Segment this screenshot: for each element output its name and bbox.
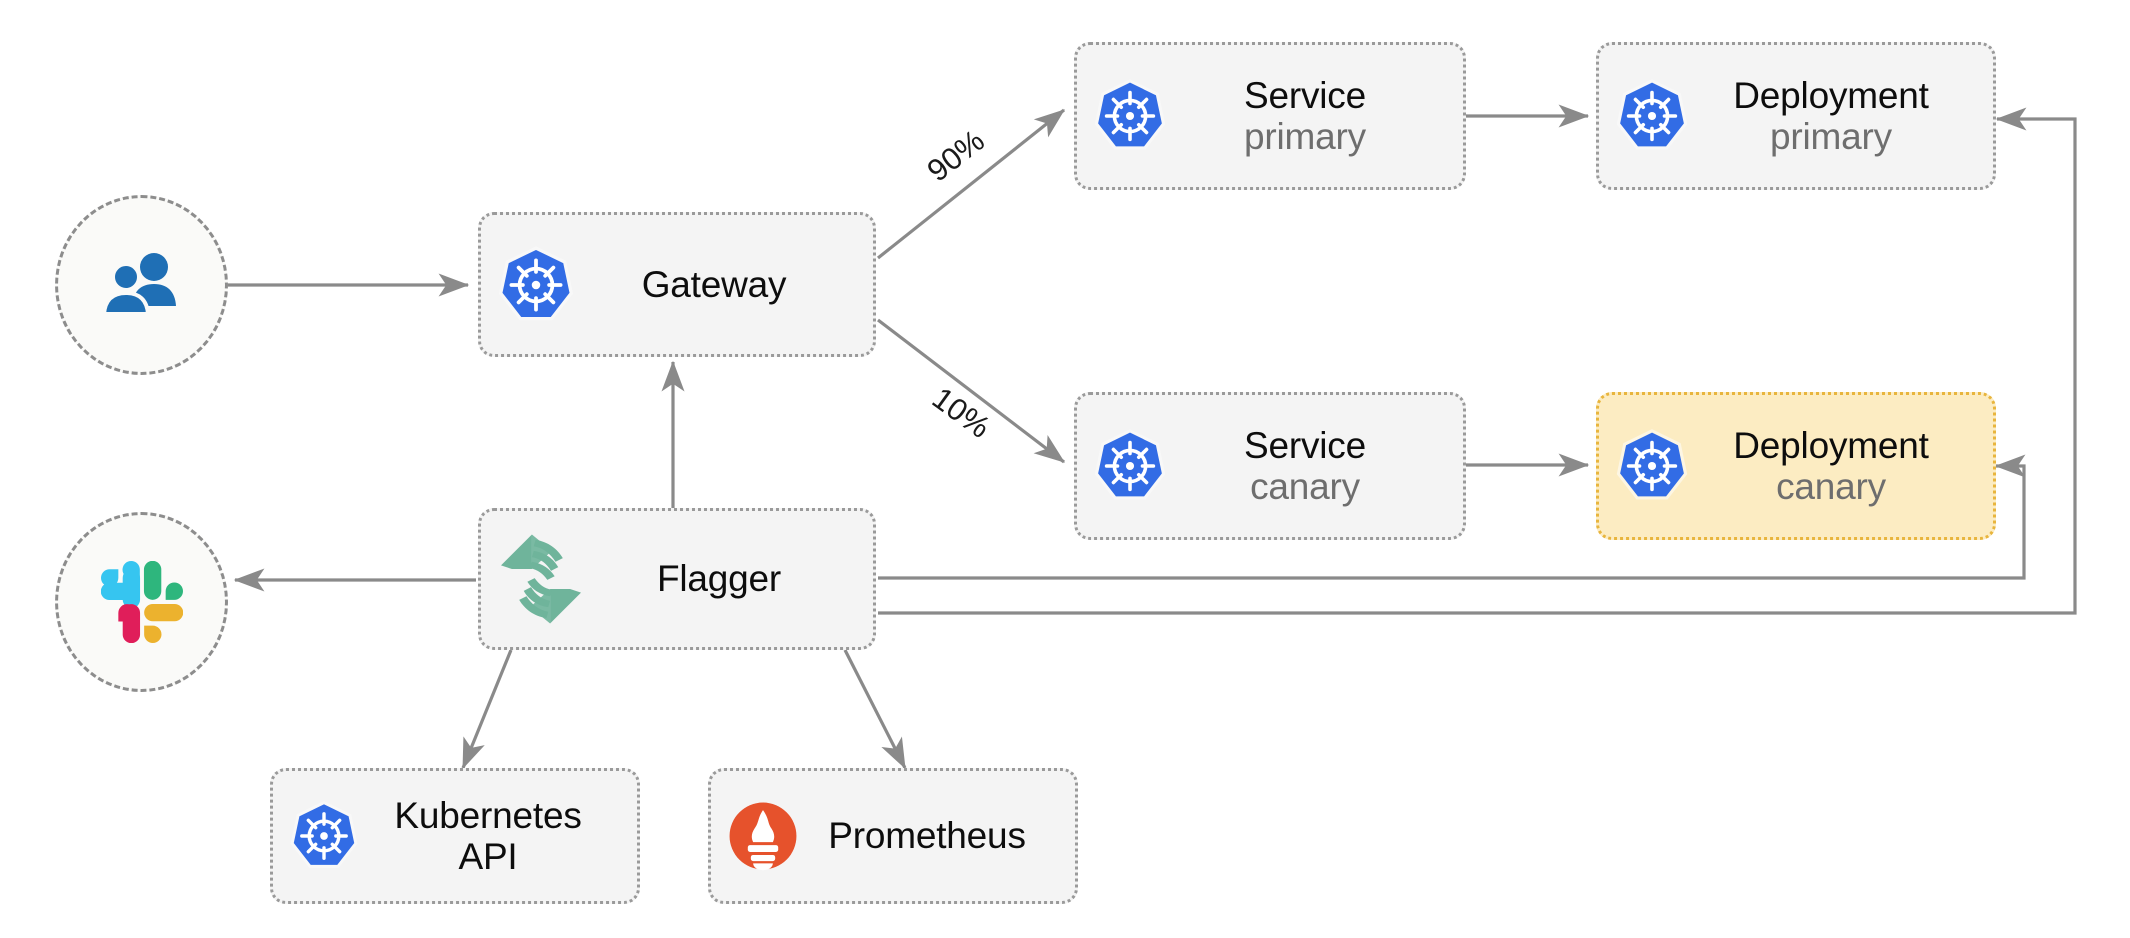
node-flagger-title: Flagger <box>656 558 782 600</box>
node-slack[interactable] <box>55 512 228 692</box>
edge-flagger-deploy-canary <box>878 454 2026 580</box>
node-kubernetes-api-title: Kubernetes <box>394 794 582 836</box>
node-deployment-canary-title: Deployment <box>1733 424 1929 466</box>
node-deployment-canary-subtitle: canary <box>1776 466 1886 507</box>
node-service-canary-labels: Service canary <box>1169 425 1441 508</box>
slack-icon <box>100 561 183 643</box>
node-deployment-canary[interactable]: Deployment canary <box>1596 392 1996 540</box>
node-kubernetes-api-subtitle: API <box>458 836 518 877</box>
node-deployment-primary-labels: Deployment primary <box>1691 75 1971 158</box>
kubernetes-icon <box>1613 77 1691 155</box>
edge-gateway-service-canary <box>877 318 1066 464</box>
kubernetes-icon <box>1091 427 1169 505</box>
node-service-primary-subtitle: primary <box>1244 116 1366 157</box>
node-service-primary[interactable]: Service primary <box>1074 42 1466 190</box>
node-service-primary-labels: Service primary <box>1169 75 1441 158</box>
prometheus-icon <box>725 798 801 874</box>
edge-flagger-deploy-primary <box>878 107 2077 615</box>
node-service-canary-title: Service <box>1244 424 1366 466</box>
node-users[interactable] <box>55 195 228 375</box>
flagger-icon <box>495 529 587 629</box>
node-gateway-labels: Gateway <box>577 264 851 305</box>
users-icon <box>96 250 188 320</box>
node-prometheus[interactable]: Prometheus <box>708 768 1078 904</box>
kubernetes-icon <box>495 244 577 326</box>
node-service-canary[interactable]: Service canary <box>1074 392 1466 540</box>
node-service-canary-subtitle: canary <box>1250 466 1360 507</box>
kubernetes-icon <box>1091 77 1169 155</box>
edge-flagger-kubernetes-api <box>461 649 513 770</box>
node-service-primary-title: Service <box>1244 74 1366 116</box>
node-flagger-labels: Flagger <box>587 558 851 599</box>
node-prometheus-labels: Prometheus <box>801 815 1053 856</box>
node-deployment-primary-subtitle: primary <box>1770 116 1892 157</box>
node-kubernetes-api[interactable]: Kubernetes API <box>270 768 640 904</box>
kubernetes-icon <box>287 799 361 873</box>
node-deployment-primary-title: Deployment <box>1733 74 1929 116</box>
node-deployment-canary-labels: Deployment canary <box>1691 425 1971 508</box>
node-gateway[interactable]: Gateway <box>478 212 876 357</box>
edge-gateway-service-primary <box>877 108 1066 260</box>
node-kubernetes-api-labels: Kubernetes API <box>361 795 615 878</box>
node-prometheus-title: Prometheus <box>828 815 1026 857</box>
node-gateway-title: Gateway <box>641 263 787 305</box>
kubernetes-icon <box>1613 427 1691 505</box>
edge-flagger-prometheus <box>843 649 907 770</box>
node-deployment-primary[interactable]: Deployment primary <box>1596 42 1996 190</box>
node-flagger[interactable]: Flagger <box>478 508 876 650</box>
